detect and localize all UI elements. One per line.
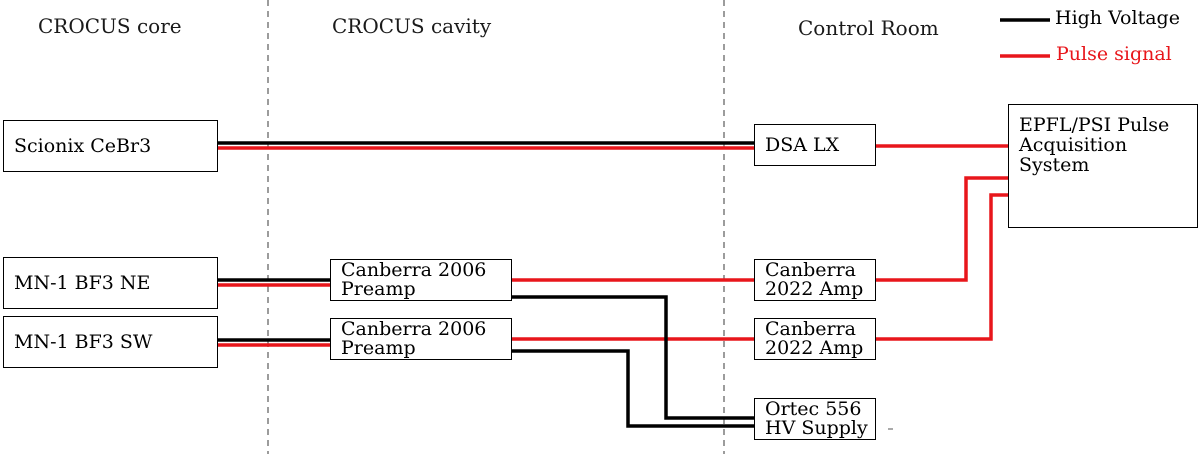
- box-scionix-label: Scionix CeBr3: [14, 135, 152, 157]
- box-mn1-bf3-ne: MN-1 BF3 NE: [3, 257, 218, 309]
- preamp-sw-line1: Canberra 2006: [341, 318, 487, 340]
- box-bf3-sw-label: MN-1 BF3 SW: [14, 331, 153, 353]
- wire-ampsw-daq-pulse: [876, 193, 1008, 341]
- section-label-control: Control Room: [798, 16, 939, 40]
- box-canberra-amp-ne: Canberra 2022 Amp: [754, 259, 876, 301]
- section-label-core: CROCUS core: [38, 14, 182, 38]
- box-mn1-bf3-sw: MN-1 BF3 SW: [3, 316, 218, 368]
- wire-ampne-daq-pulse: [876, 176, 1008, 282]
- box-dsa-label: DSA LX: [765, 134, 840, 156]
- amp-ne-line1: Canberra: [765, 259, 857, 281]
- box-canberra-preamp-ne: Canberra 2006 Preamp: [330, 259, 512, 301]
- daq-line1: EPFL/PSI Pulse: [1019, 114, 1170, 136]
- preamp-sw-line2: Preamp: [341, 337, 416, 359]
- box-scionix-cebr3: Scionix CeBr3: [3, 120, 218, 172]
- legend-label-pulse-signal: Pulse signal: [1056, 43, 1172, 65]
- daq-line3: System: [1019, 154, 1090, 176]
- box-dsa-lx: DSA LX: [754, 124, 876, 166]
- box-canberra-amp-sw: Canberra 2022 Amp: [754, 318, 876, 360]
- amp-sw-line2: 2022 Amp: [765, 337, 864, 359]
- section-label-cavity: CROCUS cavity: [332, 14, 492, 38]
- wire-preampsw-hv-supply: [512, 349, 754, 428]
- hv-supply-line1: Ortec 556: [765, 398, 862, 420]
- amp-sw-line1: Canberra: [765, 318, 857, 340]
- legend-label-high-voltage: High Voltage: [1055, 7, 1180, 29]
- box-canberra-preamp-sw: Canberra 2006 Preamp: [330, 318, 512, 360]
- hv-supply-line2: HV Supply: [765, 417, 868, 439]
- box-bf3-ne-label: MN-1 BF3 NE: [14, 272, 151, 294]
- wire-preampne-hv-supply: [512, 295, 754, 420]
- preamp-ne-line1: Canberra 2006: [341, 259, 487, 281]
- box-epfl-psi-daq: EPFL/PSI Pulse Acquisition System: [1008, 104, 1198, 228]
- amp-ne-line2: 2022 Amp: [765, 278, 864, 300]
- daq-line2: Acquisition: [1019, 134, 1128, 156]
- preamp-ne-line2: Preamp: [341, 278, 416, 300]
- box-ortec-hv-supply: Ortec 556 HV Supply: [754, 398, 876, 440]
